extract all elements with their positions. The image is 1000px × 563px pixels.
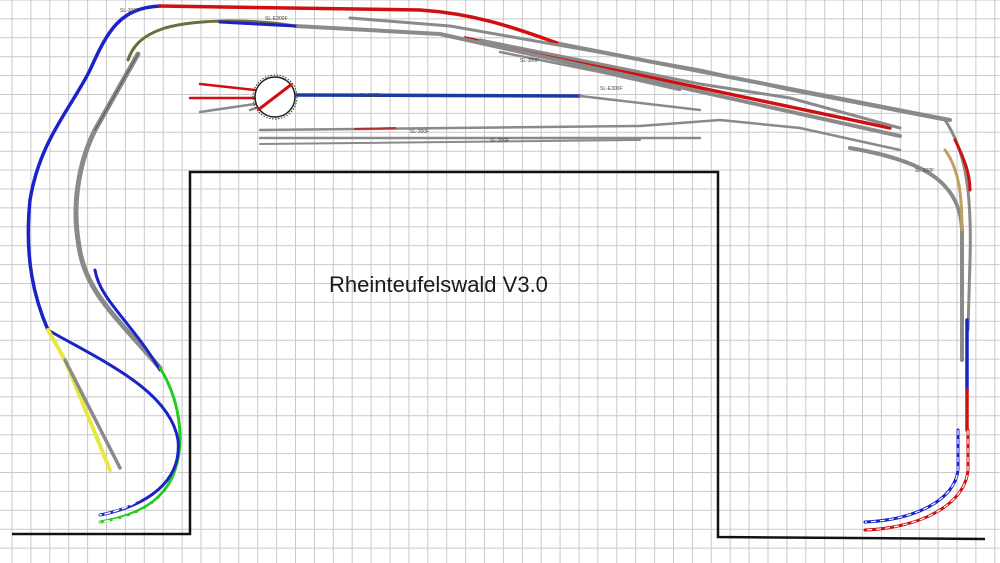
track-yard-b[interactable] (478, 38, 902, 130)
track-left-double-gray-edge[interactable] (94, 53, 139, 131)
track-right-red-top[interactable] (953, 138, 972, 192)
track-left-outer-blue[interactable] (26, 4, 162, 332)
track-mid-red-spot[interactable] (354, 127, 396, 130)
track-mid-siding-1[interactable] (258, 118, 902, 152)
wall-outline (12, 170, 986, 541)
track-label: SL-300F (520, 58, 539, 64)
track-gray-siding[interactable] (63, 358, 122, 470)
turntable-bridge (257, 82, 293, 112)
track-dashed-blue-left[interactable] (99, 469, 166, 516)
track-label: SL-E300F (265, 16, 288, 22)
track-yellow-siding[interactable] (46, 328, 112, 472)
track-blue-left-bottom[interactable] (46, 328, 180, 517)
track-yard-c[interactable] (498, 50, 682, 92)
track-yard-a[interactable] (348, 16, 947, 122)
track-right-dash-red (864, 430, 969, 531)
track-right-outer[interactable] (943, 118, 972, 332)
track-inner-top-gray[interactable] (126, 19, 297, 62)
track-mid-siding-3[interactable] (259, 139, 641, 145)
track-labels: SL-300F SL-E300F SL-300F SL-300F SL-300F… (120, 8, 934, 174)
track-label: SL-300F (490, 138, 509, 144)
track-dashed-green-left[interactable] (99, 469, 179, 523)
track-inner-top-gray-2[interactable] (293, 24, 902, 138)
track-spur-gray-3[interactable] (198, 102, 257, 114)
track-label: SL-300F (120, 8, 139, 14)
track-label: SL-E300F (600, 86, 623, 92)
track-inner-blue-s[interactable] (93, 268, 162, 372)
track-spur-red-1[interactable] (198, 82, 257, 92)
track-label: SL-300F (410, 129, 429, 135)
track-label: SL-300F (360, 93, 379, 99)
track-label: SL-300F (915, 168, 934, 174)
track-right-olive[interactable] (943, 148, 964, 232)
track-diagonal-red[interactable] (463, 36, 892, 130)
track-inner-blue-top[interactable] (218, 20, 297, 28)
track-right-gray-curve[interactable] (848, 146, 964, 362)
track-blue-turntable[interactable] (293, 93, 582, 98)
track-left-double-gray[interactable] (73, 51, 163, 371)
track-top-red-main[interactable] (158, 4, 562, 46)
turntable-icon[interactable] (252, 74, 298, 120)
track-right-bottom-red[interactable] (863, 428, 970, 532)
layout-title: Rheinteufelswald V3.0 (329, 272, 548, 297)
room-walls (12, 170, 986, 541)
track-right-dash-blue (864, 430, 959, 523)
